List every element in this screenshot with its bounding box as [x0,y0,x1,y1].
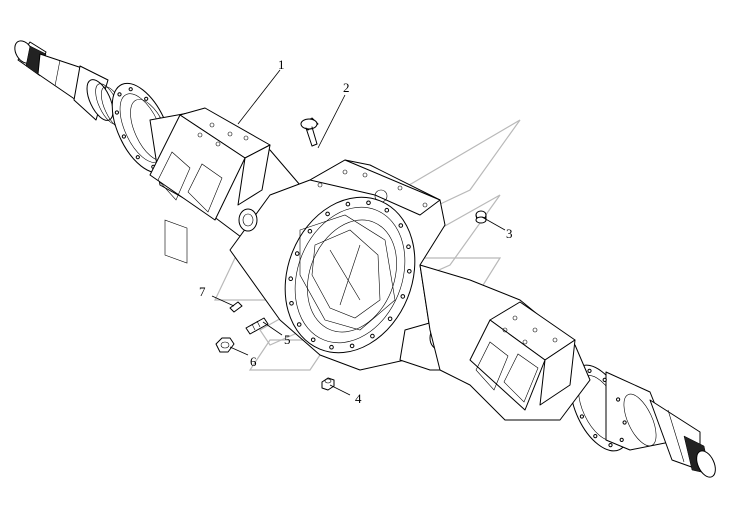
callout-3: 3 [506,226,513,241]
part-4-nut [321,377,335,391]
bolt-hole [294,251,300,256]
callout-6: 6 [250,354,257,369]
bolt-hole [370,333,375,339]
callout-2: 2 [343,80,350,95]
part-7-pin [229,301,243,313]
axle-housing [149,107,591,421]
leader-lines [211,69,506,396]
bolt-hole [602,377,607,382]
bolt-hole [608,443,613,448]
part-3-plug [475,210,487,224]
bolt-hole [307,228,313,234]
bolt-hole [622,420,627,425]
bolt-hole [587,368,592,373]
bolt-hole [345,201,351,207]
part-6-nut [215,337,235,353]
bolt-hole [349,343,355,349]
bolt-hole [296,322,302,327]
part-2-bolt [300,117,319,147]
banjo-bolt-holes [288,200,412,350]
bolt-hole [593,434,598,439]
bolt-hole [121,134,127,139]
bolt-hole [619,437,624,442]
bolt-hole [406,244,411,249]
part-5-stud [245,317,269,335]
bolt-hole [616,397,621,402]
bolt-hole [325,211,330,217]
bolt-hole [579,414,585,419]
callout-1: 1 [278,57,285,72]
bolt-hole [400,294,406,299]
bolt-hole [366,200,371,206]
bolt-hole [114,110,120,115]
bolt-hole [384,207,390,213]
callout-4: 4 [355,391,362,406]
bolt-hole [329,344,334,350]
bolt-hole [310,337,316,343]
bolt-hole [289,301,294,306]
bolt-hole [144,96,149,101]
bolt-hole [398,223,404,228]
bolt-hole [407,269,412,274]
bolt-hole [117,92,122,97]
bolt-hole [288,276,294,282]
bolt-hole [387,316,393,322]
bolt-hole [135,155,140,160]
callout-7: 7 [199,284,206,299]
bolt-hole [128,87,133,92]
callout-5: 5 [284,332,291,347]
